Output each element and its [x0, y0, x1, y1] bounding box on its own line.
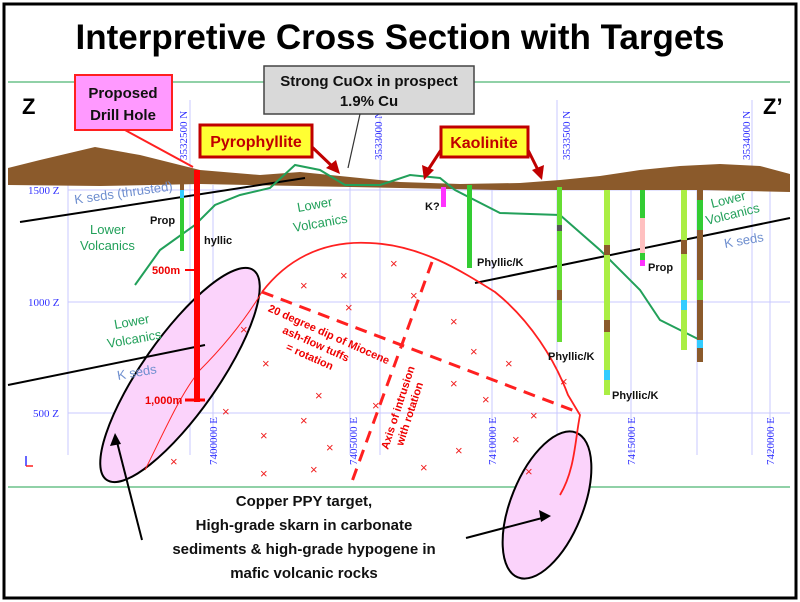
svg-text:×: × — [240, 322, 248, 337]
svg-text:×: × — [326, 440, 334, 455]
easting-label: 7405000 E — [348, 417, 360, 465]
callout-text: Strong CuOx in prospect — [280, 73, 458, 90]
topography-surface — [8, 147, 790, 192]
unit-label-lower-volcanics: Lower — [296, 194, 334, 215]
alteration-label-phyllic-k: Phyllic/K — [477, 257, 524, 269]
svg-text:×: × — [525, 464, 533, 479]
callout-text: Proposed — [88, 85, 157, 102]
depth-label-500m: 500m — [152, 265, 180, 277]
easting-label: 7410000 E — [487, 417, 499, 465]
target-zone-left — [99, 266, 261, 484]
elevation-label-500: 500 Z — [33, 408, 59, 420]
northing-label: 3532500 N — [178, 111, 190, 160]
svg-text:×: × — [300, 278, 308, 293]
alteration-label-k-query: K? — [425, 201, 440, 213]
northing-label: 3534000 N — [741, 111, 753, 160]
target-zone-right — [501, 430, 593, 580]
svg-text:×: × — [170, 454, 178, 469]
kaolinite-callout — [439, 125, 530, 159]
svg-text:×: × — [390, 256, 398, 271]
fault-lines — [7, 177, 791, 386]
callout-text: Pyrophyllite — [210, 134, 302, 151]
svg-text:×: × — [262, 356, 270, 371]
depth-label-1000m: 1,000m — [145, 395, 183, 407]
svg-text:×: × — [222, 404, 230, 419]
alteration-label-phyllic-k: Phyllic/K — [612, 390, 659, 402]
drill-hole-pointer — [124, 129, 194, 168]
svg-text:×: × — [455, 443, 463, 458]
target-arrow-left — [115, 437, 143, 541]
alteration-label-prop: Prop — [648, 262, 673, 274]
svg-text:×: × — [450, 314, 458, 329]
callout-text: 1.9% Cu — [340, 93, 398, 110]
diagram-title: Interpretive Cross Section with Targets — [76, 18, 725, 57]
target-description-line: mafic volcanic rocks — [230, 565, 378, 582]
proposed-drill-hole — [194, 170, 200, 402]
alteration-label-prop: Prop — [150, 215, 175, 227]
unit-label-k-seds: K seds — [116, 361, 158, 383]
svg-text:×: × — [512, 432, 520, 447]
target-description-line: High-grade skarn in carbonate — [196, 517, 413, 534]
svg-text:×: × — [315, 388, 323, 403]
svg-text:×: × — [310, 462, 318, 477]
intrusive-x-marks: × × × × × × × × × × × × × × × × × × × × × × × × × × × — [170, 256, 568, 481]
target-description-line: sediments & high-grade hypogene in — [172, 541, 435, 558]
section-end-right: Z’ — [763, 94, 783, 119]
callout-text: Drill Hole — [90, 107, 156, 124]
lower-volcanics-contact — [134, 163, 701, 341]
svg-text:×: × — [482, 392, 490, 407]
callout-text: Kaolinite — [450, 135, 518, 152]
svg-text:×: × — [260, 428, 268, 443]
svg-text:×: × — [345, 300, 353, 315]
easting-label: 7420000 E — [765, 417, 777, 465]
target-description-line: Copper PPY target, — [236, 493, 372, 510]
northing-label: 3533000 N — [373, 111, 385, 160]
elevation-label-1000: 1000 Z — [28, 297, 60, 309]
northing-label: 3533500 N — [561, 111, 573, 160]
svg-text:×: × — [450, 376, 458, 391]
svg-text:×: × — [470, 344, 478, 359]
svg-text:×: × — [372, 398, 380, 413]
svg-text:×: × — [560, 374, 568, 389]
unit-label-lower-volcanics: Volcanics — [80, 238, 135, 253]
axis-triad-icon — [25, 456, 33, 467]
svg-text:×: × — [505, 356, 513, 371]
unit-label-lower-volcanics: Lower — [90, 222, 126, 237]
target-arrow-right — [465, 516, 547, 539]
cuox-callout — [263, 65, 475, 115]
easting-label: 7415000 E — [626, 417, 638, 465]
proposed-drill-hole-callout — [74, 74, 173, 131]
section-end-left: Z — [22, 94, 35, 119]
target-description: Copper PPY target, High-grade skarn in c… — [172, 493, 435, 582]
unit-label-lower-volcanics: Lower — [113, 311, 151, 332]
svg-text:×: × — [340, 268, 348, 283]
svg-text:×: × — [260, 466, 268, 481]
intrusion-outline — [261, 241, 581, 496]
alteration-label-phyllic: hyllic — [204, 235, 232, 247]
alteration-label-phyllic-k: Phyllic/K — [548, 351, 595, 363]
dip-line — [261, 290, 581, 415]
svg-text:×: × — [420, 460, 428, 475]
svg-text:×: × — [300, 413, 308, 428]
svg-text:×: × — [410, 288, 418, 303]
easting-label: 7400000 E — [208, 417, 220, 465]
unit-label-k-seds: K seds — [723, 229, 765, 251]
svg-text:×: × — [530, 408, 538, 423]
drill-hole-logs — [180, 180, 703, 395]
elevation-label-1500: 1500 Z — [28, 185, 60, 197]
pyrophyllite-callout — [198, 123, 314, 159]
